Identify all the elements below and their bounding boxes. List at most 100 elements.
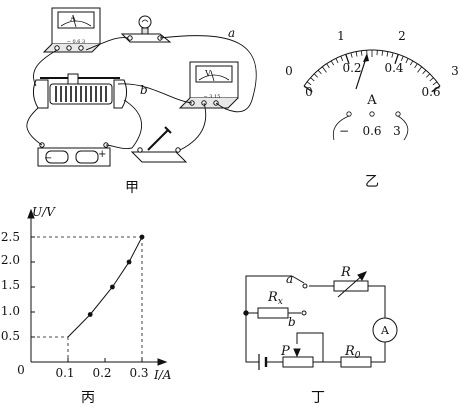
jia-labels: A − 0.6 3 V − 3 15 a b − + 甲	[44, 14, 235, 196]
dial-tick-21	[400, 56, 404, 61]
battery-plus-label: +	[98, 149, 106, 160]
label-R0: R0	[344, 344, 361, 361]
inner-tick-0: 0	[305, 85, 313, 99]
dial-tick-10	[345, 54, 350, 65]
dial-tick-7	[330, 60, 335, 66]
dial-tick-17	[381, 50, 384, 56]
label-Rx: Rx	[267, 290, 283, 307]
dial-tick-12	[355, 51, 358, 57]
dial-tick-20	[394, 54, 399, 65]
dial-tick-18	[386, 51, 389, 57]
voltmeter-device	[178, 61, 239, 109]
rheostat-P	[282, 356, 314, 368]
ammeter-symbol-letter: A	[380, 324, 390, 337]
rheostat-slider-arrow	[293, 348, 301, 358]
voltmeter-terminal-labels: − 3 15	[204, 94, 221, 100]
y-tick-2-5: 2.5	[1, 230, 20, 244]
dial-tick-5	[321, 66, 327, 73]
panel-yi-label: 乙	[365, 174, 379, 190]
graph-plot-area	[31, 234, 145, 362]
wire-b-label: b	[140, 83, 148, 97]
ammeter-terminal-labels: − 0.6 3	[67, 39, 86, 45]
data-point-3	[139, 234, 145, 240]
dial-tick-23	[409, 60, 414, 66]
dial-tick-1	[306, 81, 312, 86]
ding-labels: R Rx R0 P a b A 丁	[267, 265, 390, 406]
dial-tick-29	[432, 81, 438, 86]
panel-bing: 0 0.1 0.2 0.3 0.5 1.0 1.5 2.0 2.5 U/V I/…	[1, 205, 172, 406]
terminal-0-6: 0.6	[362, 124, 381, 138]
dial-tick-11	[350, 52, 353, 58]
outer-tick-1: 1	[337, 29, 345, 43]
label-b: b	[288, 315, 296, 329]
jia-wires	[26, 35, 257, 151]
ding-junction-dot	[243, 310, 249, 316]
dial-tick-22	[405, 58, 409, 64]
inner-tick-0-4: 0.4	[384, 61, 403, 75]
x-tick-0-3: 0.3	[129, 366, 148, 380]
panel-ding	[243, 271, 398, 370]
terminal-minus: −	[339, 124, 349, 138]
data-point-2	[126, 259, 132, 265]
ammeter-letter: A	[69, 14, 76, 23]
u-i-curve	[67, 236, 143, 338]
dial-terminals	[332, 111, 409, 141]
data-point-0	[87, 312, 93, 317]
voltmeter-letter: V	[204, 69, 211, 78]
x-axis-label: I/A	[153, 368, 172, 382]
ammeter-device	[42, 7, 101, 53]
inner-tick-0-6: 0.6	[421, 85, 440, 99]
dial-tick-8	[335, 58, 339, 64]
resistor-Rx	[257, 307, 289, 319]
resistor-R0	[340, 356, 372, 368]
wire-a-label: a	[228, 26, 235, 40]
outer-tick-3: 3	[451, 64, 459, 78]
dial-tick-6	[326, 63, 330, 69]
dial-tick-4	[317, 69, 322, 75]
outer-tick-0: 0	[285, 64, 293, 78]
ammeter-symbol	[372, 317, 398, 343]
dial-tick-2	[310, 77, 315, 82]
bulb-board	[120, 15, 172, 43]
dial-tick-13	[360, 50, 363, 56]
outer-tick-2: 2	[398, 29, 406, 43]
panel-jia-label: 甲	[125, 180, 139, 196]
dial-tick-28	[429, 77, 434, 82]
dial-tick-24	[414, 63, 418, 69]
dial-tick-3	[313, 73, 318, 78]
dial-tick-19	[391, 52, 394, 58]
dial-tick-27	[426, 73, 431, 78]
dial-scale	[303, 49, 441, 93]
panel-ding-label: 丁	[311, 390, 325, 406]
rheostat-device	[32, 73, 128, 109]
graph-axes	[27, 208, 168, 366]
contact-b-node	[301, 310, 307, 316]
x-tick-0-1: 0.1	[55, 366, 74, 380]
x-tick-0-2: 0.2	[92, 366, 111, 380]
y-tick-1-0: 1.0	[1, 304, 20, 318]
panel-yi: 0 1 2 3 0 0.2 0.4 0.6 A − 0.6 3 乙	[285, 29, 459, 190]
resistor-R-arrow-tip	[357, 271, 368, 281]
label-P: P	[280, 344, 290, 359]
data-point-1	[110, 284, 115, 290]
switch-device	[130, 126, 188, 163]
dial-tick-9	[340, 56, 344, 61]
label-a: a	[286, 272, 293, 286]
panel-bing-label: 丙	[81, 390, 95, 406]
label-R: R	[340, 265, 351, 280]
terminal-3: 3	[393, 124, 401, 138]
dial-meter-letter: A	[366, 93, 377, 108]
inner-tick-0-2: 0.2	[342, 61, 361, 75]
y-tick-0-5: 0.5	[1, 329, 20, 343]
panel-jia	[26, 7, 257, 167]
ding-wires	[245, 275, 386, 363]
battery-minus-label: −	[44, 153, 52, 164]
dial-tick-25	[417, 66, 423, 73]
y-axis-label: U/V	[32, 205, 56, 219]
x-tick-origin: 0	[17, 363, 25, 377]
dial-tick-26	[422, 69, 427, 75]
dial-tick-30	[431, 85, 441, 93]
dial-needle-tip	[363, 53, 369, 62]
y-tick-2-0: 2.0	[1, 253, 20, 267]
